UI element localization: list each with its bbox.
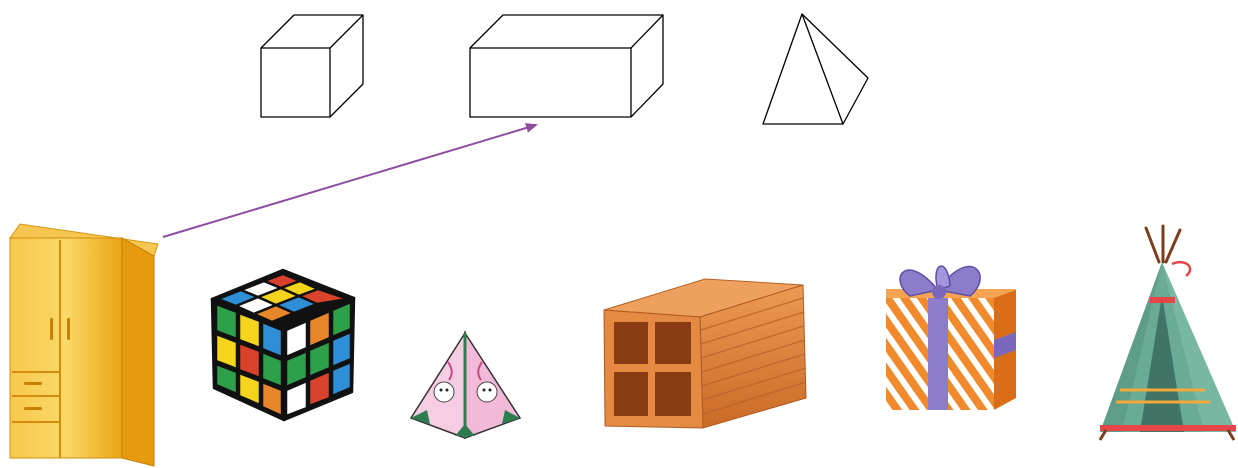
- pyramid-box-icon[interactable]: [411, 333, 520, 438]
- teepee-tent-icon[interactable]: [1100, 226, 1236, 440]
- hollow-brick-icon[interactable]: [604, 279, 806, 428]
- rubiks-cube-icon[interactable]: [212, 270, 354, 420]
- match-arrow[interactable]: [163, 125, 536, 237]
- gift-box-icon[interactable]: [886, 266, 1016, 410]
- pyramid-wireframe-icon: [763, 14, 868, 124]
- cuboid-wireframe-icon: [470, 15, 663, 117]
- wardrobe-icon[interactable]: [10, 224, 158, 466]
- cube-wireframe-icon: [261, 15, 363, 117]
